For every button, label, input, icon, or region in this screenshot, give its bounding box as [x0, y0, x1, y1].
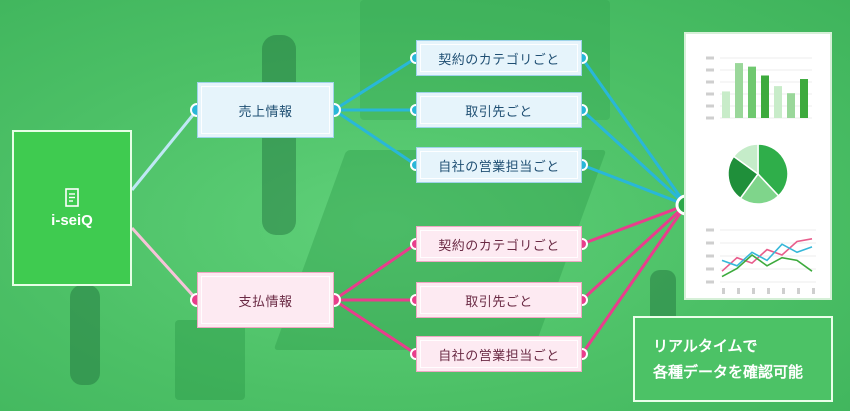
dashboard-panel	[684, 32, 832, 300]
pie-slice	[732, 143, 759, 176]
group-label-payments: 支払情報	[238, 294, 293, 310]
bar-tick	[706, 92, 714, 96]
line-series	[721, 238, 813, 272]
bar-tick	[706, 68, 714, 72]
bar-mark	[735, 63, 743, 118]
payment-item-label: 契約のカテゴリごと	[438, 238, 560, 254]
background-figure-bottom	[70, 285, 100, 385]
payment-item-category: 契約のカテゴリごと	[416, 226, 582, 262]
connector-line	[581, 203, 687, 246]
sales-item-client: 取引先ごと	[416, 92, 582, 128]
bar-mark	[787, 93, 795, 118]
connector-line	[130, 109, 199, 191]
connector-line	[580, 203, 688, 302]
sales-item-label: 自社の営業担当ごと	[438, 159, 560, 175]
line-series	[721, 243, 813, 267]
line-xtick	[782, 288, 785, 294]
line-xtick	[737, 288, 740, 294]
line-tick	[706, 241, 714, 245]
caption-line-1: リアルタイムで	[653, 337, 758, 355]
caption-line-2: 各種データを確認可能	[653, 363, 804, 381]
line-xtick	[767, 288, 770, 294]
group-node-payments: 支払情報	[197, 272, 334, 328]
document-icon	[65, 187, 79, 207]
bar-tick	[706, 80, 714, 84]
connector-line	[333, 242, 417, 302]
sales-item-label: 取引先ごと	[465, 104, 533, 120]
line-xtick	[722, 288, 725, 294]
pie-slice	[739, 172, 780, 205]
connector-line	[580, 204, 688, 355]
line-series	[721, 253, 813, 278]
line-tick	[706, 280, 714, 284]
connector-line	[333, 108, 417, 167]
bar-tick	[706, 56, 714, 60]
bar-chart	[706, 56, 812, 120]
bar-mark	[722, 91, 730, 118]
payment-item-label: 自社の営業担当ごと	[438, 348, 560, 364]
line-tick	[706, 267, 714, 271]
bar-mark	[748, 66, 756, 118]
connector-line	[333, 298, 417, 356]
connector-line	[580, 57, 688, 206]
payment-item-label: 取引先ごと	[465, 294, 533, 310]
bar-mark	[774, 86, 782, 118]
background-bars	[175, 320, 245, 400]
payment-item-staff: 自社の営業担当ごと	[416, 336, 582, 372]
bar-tick	[706, 104, 714, 108]
line-chart	[706, 228, 816, 294]
root-label: i-seiQ	[51, 211, 93, 229]
connector-line	[580, 108, 688, 207]
payment-item-client: 取引先ごと	[416, 282, 582, 318]
line-xtick	[797, 288, 800, 294]
connector-line	[333, 56, 417, 112]
sales-item-staff: 自社の営業担当ごと	[416, 147, 582, 183]
root-node: i-seiQ	[12, 130, 132, 286]
sales-item-label: 契約のカテゴリごと	[438, 52, 560, 68]
line-tick	[706, 254, 714, 258]
bar-tick	[706, 116, 714, 120]
pie-chart	[727, 143, 789, 205]
bar-mark	[761, 75, 769, 118]
group-node-sales: 売上情報	[197, 82, 334, 138]
connector-line	[581, 163, 687, 207]
pie-slice	[757, 143, 789, 197]
line-tick	[706, 228, 714, 232]
line-xtick	[752, 288, 755, 294]
bar-mark	[800, 79, 808, 118]
caption-box: リアルタイムで 各種データを確認可能	[633, 316, 833, 402]
connector-line	[130, 226, 199, 302]
group-label-sales: 売上情報	[238, 104, 293, 120]
sales-item-category: 契約のカテゴリごと	[416, 40, 582, 76]
pie-slice	[727, 155, 760, 200]
line-xtick	[812, 288, 815, 294]
